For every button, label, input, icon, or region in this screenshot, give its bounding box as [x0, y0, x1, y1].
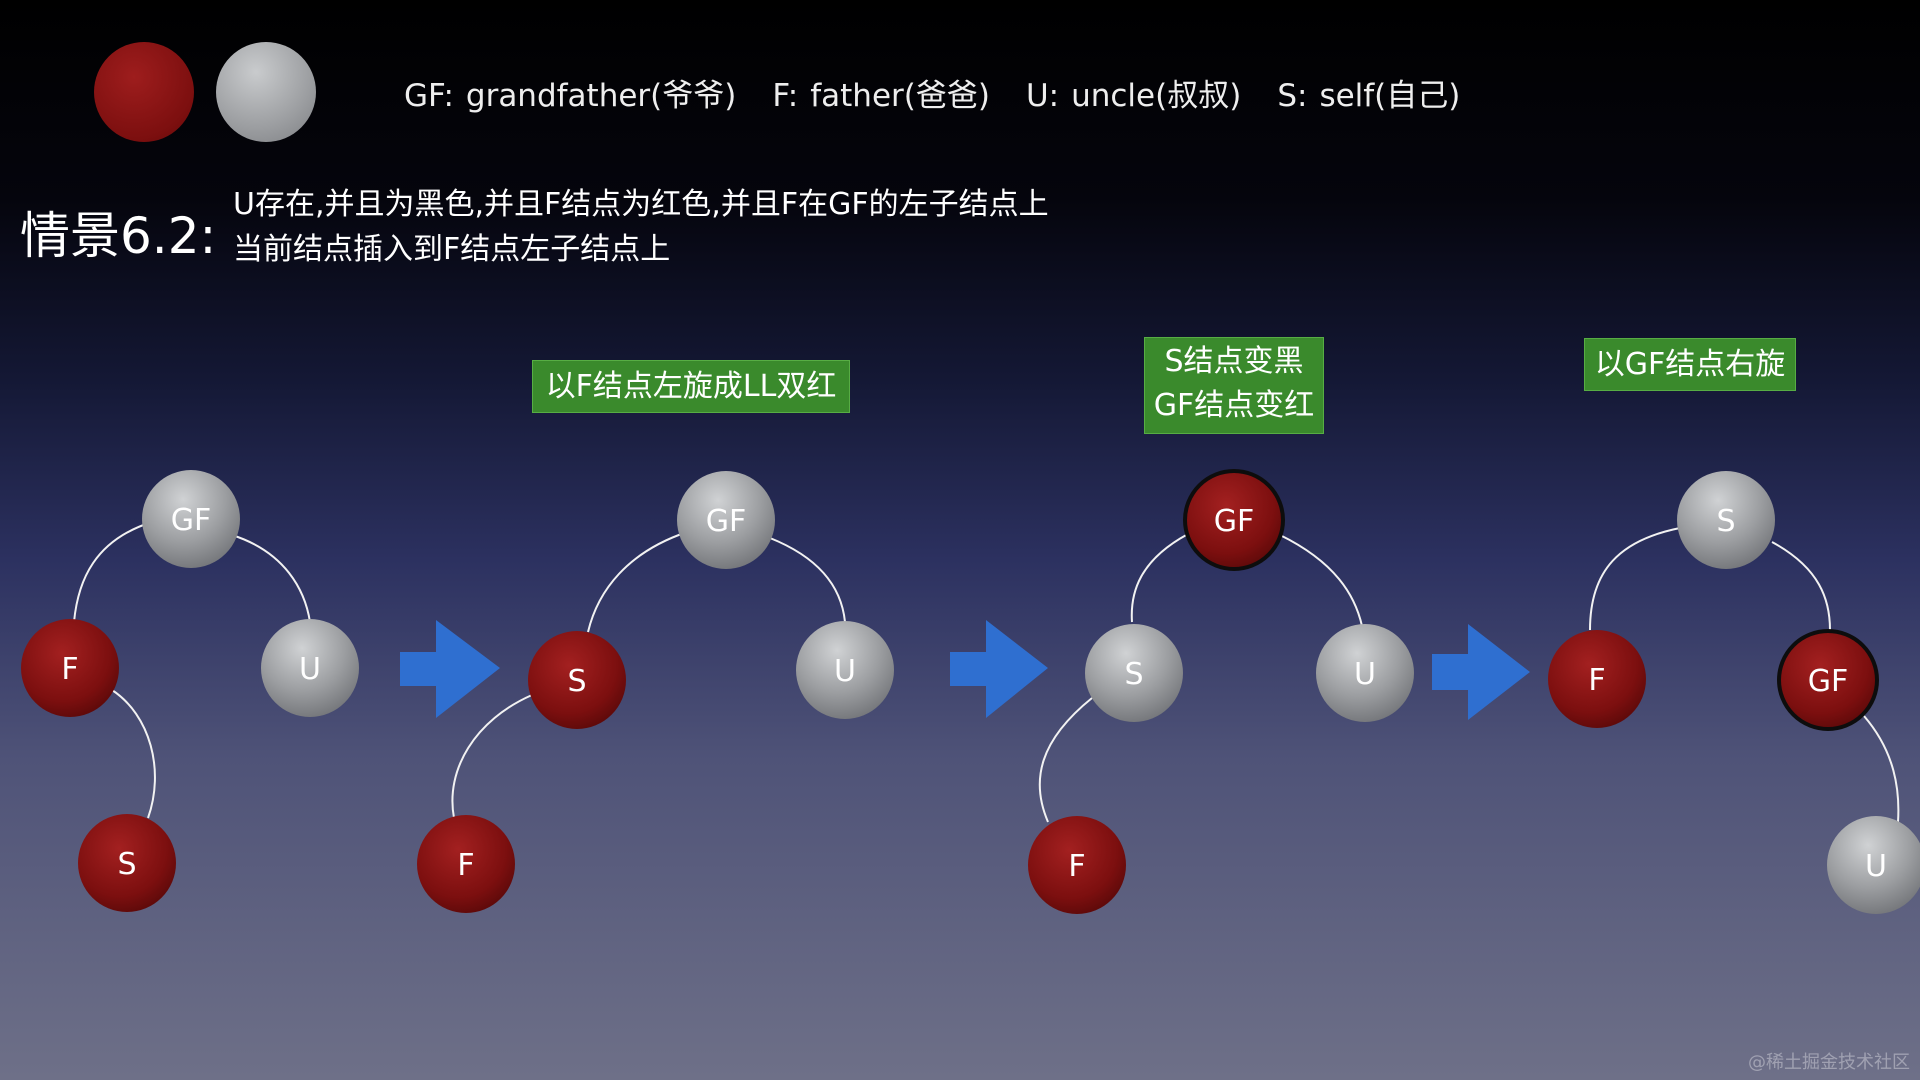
tree-2-node-gf: [677, 471, 775, 569]
tree-1-node-u-label: U: [299, 652, 321, 687]
tree-1-node-u: [261, 619, 359, 717]
tree-1-edge-f-s: [111, 689, 156, 819]
tree-3-node-gf: [1183, 469, 1285, 571]
arrow-right-icon: [400, 620, 500, 718]
tree-1-node-s-label: S: [117, 847, 136, 882]
tree-2-node-gf-label: GF: [706, 504, 747, 539]
tree-3-node-f: [1028, 816, 1126, 914]
tree-4-node-u-label: U: [1865, 849, 1887, 884]
tree-1-edge-gf-u: [231, 534, 311, 623]
arrow-right-icon: [1432, 624, 1530, 720]
tree-1-edge-gf-f: [73, 521, 153, 623]
tree-3-edge-gf-u: [1279, 534, 1363, 627]
tree-3-node-u: [1316, 624, 1414, 722]
step-label-right-rotate: 以GF结点右旋: [1584, 338, 1796, 391]
red-node-swatch: [94, 42, 194, 142]
step-label-recolor-line-1: S结点变黑: [1164, 344, 1304, 379]
arrow-right-icon: [950, 620, 1048, 718]
tree-2-node-s: [528, 631, 626, 729]
watermark: @稀土掘金技术社区: [1748, 1052, 1910, 1073]
tree-3-node-gf-label: GF: [1214, 504, 1255, 539]
legend-item-gf: GF:grandfather(爷爷): [404, 77, 737, 114]
tree-1-node-s: [78, 814, 176, 912]
tree-3-node-f-label: F: [1068, 849, 1085, 884]
black-node-swatch: [216, 42, 316, 142]
tree-2-node-u: [796, 621, 894, 719]
tree-2-node-u-label: U: [834, 654, 856, 689]
legend-item-u: U:uncle(叔叔): [1025, 77, 1242, 114]
scene-description: U存在,并且为黑色,并且F结点为红色,并且F在GF的左子结点上 当前结点插入到F…: [233, 182, 1049, 272]
tree-4-node-f-label: F: [1588, 663, 1605, 698]
tree-1-node-gf: [142, 470, 240, 568]
tree-1-node-gf-label: GF: [171, 503, 212, 538]
scene-description-line-2: 当前结点插入到F结点左子结点上: [233, 232, 671, 267]
tree-1-node-f-label: F: [61, 652, 78, 687]
tree-2-edge-s-f: [451, 694, 533, 819]
tree-4-node-f: [1548, 630, 1646, 728]
tree-4-node-s-label: S: [1716, 504, 1735, 539]
tree-2-node-s-label: S: [567, 664, 586, 699]
step-label-recolor: S结点变黑 GF结点变红: [1144, 337, 1324, 434]
tree-1-node-f: [21, 619, 119, 717]
scene-description-line-1: U存在,并且为黑色,并且F结点为红色,并且F在GF的左子结点上: [233, 187, 1049, 222]
step-label-recolor-line-2: GF结点变红: [1153, 388, 1315, 423]
tree-4-node-gf-label: GF: [1808, 664, 1849, 699]
tree-4-node-u: [1827, 816, 1920, 914]
tree-3-edge-s-f: [1038, 697, 1093, 823]
legend-item-s: S:self(自己): [1277, 77, 1461, 114]
scene-title: 情景6.2:: [20, 207, 217, 265]
tree-4-edge-s-f: [1589, 527, 1681, 631]
tree-3-node-s: [1085, 624, 1183, 722]
tree-4-node-s: [1677, 471, 1775, 569]
tree-2-node-f-label: F: [457, 848, 474, 883]
step-label-left-rotate: 以F结点左旋成LL双红: [532, 360, 850, 413]
legend: GF:grandfather(爷爷) F:father(爸爸) U:uncle(…: [404, 70, 1460, 114]
legend-item-f: F:father(爸爸): [772, 77, 990, 114]
tree-3-node-u-label: U: [1354, 657, 1376, 692]
tree-4-edge-s-gf: [1771, 541, 1831, 631]
tree-4-edge-gf-u: [1863, 715, 1900, 823]
tree-2-node-f: [417, 815, 515, 913]
tree-3-edge-gf-s: [1130, 533, 1189, 623]
tree-3-node-s-label: S: [1124, 657, 1143, 692]
tree-2-edge-gf-s: [587, 531, 688, 633]
tree-2-edge-gf-u: [769, 537, 846, 623]
tree-4-node-gf: [1777, 629, 1879, 731]
